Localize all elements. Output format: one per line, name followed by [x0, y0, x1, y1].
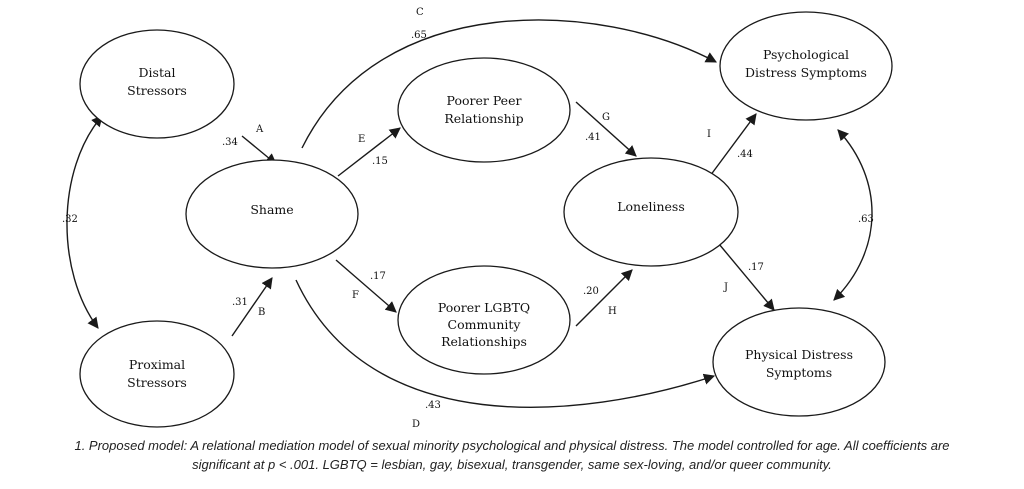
svg-text:Poorer Peer: Poorer Peer: [447, 93, 522, 108]
path-a-letter: A: [255, 124, 264, 135]
path-h-coefficient: .20: [583, 286, 599, 297]
path-e-letter: E: [358, 134, 365, 145]
path-e-arrow: [337, 127, 401, 177]
mediation-model-diagram: Distal Stressors Proximal Stressors Sham…: [62, 7, 893, 430]
path-b-arrow: [231, 277, 273, 337]
svg-text:Psychological: Psychological: [763, 47, 849, 62]
path-d-arrow: [295, 279, 716, 408]
covariance-outcomes-coefficient: .63: [858, 214, 874, 225]
covariance-stressors-coefficient: .32: [62, 214, 78, 225]
svg-text:Proximal: Proximal: [129, 357, 185, 372]
node-physical-distress-symptoms: Physical Distress Symptoms: [712, 307, 886, 417]
path-j-coefficient: .17: [748, 262, 764, 273]
node-poorer-lgbtq-community-relationships: Poorer LGBTQ Community Relationships: [397, 265, 571, 375]
path-d-letter: D: [412, 419, 420, 430]
path-i-arrow: [709, 113, 757, 177]
covariance-stressors-arrow: [66, 115, 103, 329]
node-poorer-peer-relationship: Poorer Peer Relationship: [397, 57, 571, 163]
path-g-letter: G: [602, 112, 610, 123]
path-h-arrow: [575, 269, 633, 327]
path-j-arrow: [713, 237, 775, 311]
caption-line-1: 1. Proposed model: A relational mediatio…: [74, 438, 950, 453]
svg-text:Stressors: Stressors: [127, 375, 187, 390]
path-f-coefficient: .17: [370, 271, 386, 282]
figure-caption: 1. Proposed model: A relational mediatio…: [0, 436, 1024, 474]
svg-text:Shame: Shame: [250, 202, 293, 217]
path-c-coefficient: .65: [411, 30, 427, 41]
node-proximal-stressors: Proximal Stressors: [79, 320, 235, 428]
path-f-letter: F: [352, 290, 359, 301]
svg-text:Symptoms: Symptoms: [766, 365, 832, 380]
caption-line-2: significant at p < .001. LGBTQ = lesbian…: [192, 457, 832, 472]
path-e-coefficient: .15: [372, 156, 388, 167]
svg-text:Community: Community: [448, 317, 522, 332]
svg-text:Physical Distress: Physical Distress: [745, 347, 853, 362]
svg-text:Stressors: Stressors: [127, 83, 187, 98]
path-g-coefficient: .41: [585, 132, 601, 143]
node-shame: Shame: [185, 159, 359, 269]
svg-text:Relationships: Relationships: [441, 334, 527, 349]
path-d-coefficient: .43: [425, 400, 441, 411]
path-b-letter: B: [258, 307, 265, 318]
path-f-arrow: [335, 259, 397, 313]
path-i-letter: I: [707, 129, 711, 140]
svg-text:Distress Symptoms: Distress Symptoms: [745, 65, 867, 80]
covariance-outcomes-arrow: [833, 129, 873, 301]
path-a-arrow: [241, 135, 277, 165]
path-j-letter: J: [723, 282, 728, 293]
node-psychological-distress-symptoms: Psychological Distress Symptoms: [719, 11, 893, 121]
svg-text:Loneliness: Loneliness: [617, 199, 685, 214]
svg-text:Distal: Distal: [139, 65, 176, 80]
path-c-arrow: [301, 19, 717, 149]
path-a-coefficient: .34: [222, 137, 238, 148]
path-b-coefficient: .31: [232, 297, 248, 308]
path-i-coefficient: .44: [737, 149, 753, 160]
path-g-arrow: [575, 101, 637, 157]
path-c-letter: C: [416, 7, 424, 18]
svg-text:Relationship: Relationship: [444, 111, 523, 126]
node-loneliness: Loneliness: [563, 157, 739, 267]
svg-text:Poorer LGBTQ: Poorer LGBTQ: [438, 300, 530, 315]
path-h-letter: H: [608, 306, 617, 317]
node-distal-stressors: Distal Stressors: [79, 29, 235, 139]
